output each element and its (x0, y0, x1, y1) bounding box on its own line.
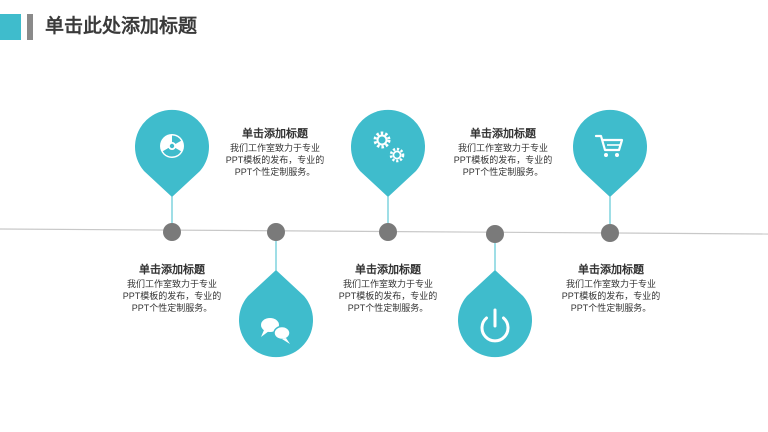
radiation-icon (160, 134, 184, 158)
timeline-node (379, 223, 397, 241)
power-icon (480, 308, 510, 343)
chat-bubbles-icon (261, 318, 291, 344)
title-accent-block (0, 14, 21, 40)
milestone-4-text: 单击添加标题 我们工作室致力于专业PPT模板的发布，专业的PPT个性定制服务。 (448, 127, 558, 178)
milestone-title[interactable]: 单击添加标题 (139, 264, 205, 276)
milestone-description[interactable]: 我们工作室致力于专业PPT模板的发布，专业的PPT个性定制服务。 (561, 279, 661, 313)
milestone-title[interactable]: 单击添加标题 (470, 128, 536, 140)
milestone-1-text: 单击添加标题 我们工作室致力于专业PPT模板的发布，专业的PPT个性定制服务。 (117, 263, 227, 314)
drop-pin (238, 270, 313, 358)
timeline-node (163, 223, 181, 241)
milestone-2[interactable] (238, 223, 313, 358)
milestone-title[interactable]: 单击添加标题 (578, 264, 644, 276)
milestone-description[interactable]: 我们工作室致力于专业PPT模板的发布，专业的PPT个性定制服务。 (338, 279, 438, 313)
gears-icon (373, 131, 405, 163)
milestone-title[interactable]: 单击添加标题 (242, 128, 308, 140)
milestone-description[interactable]: 我们工作室致力于专业PPT模板的发布，专业的PPT个性定制服务。 (225, 143, 325, 177)
timeline-node (601, 224, 619, 242)
milestone-2-text: 单击添加标题 我们工作室致力于专业PPT模板的发布，专业的PPT个性定制服务。 (220, 127, 330, 178)
timeline-node (267, 223, 285, 241)
shopping-cart-icon (594, 134, 624, 157)
milestone-3-text: 单击添加标题 我们工作室致力于专业PPT模板的发布，专业的PPT个性定制服务。 (333, 263, 443, 314)
milestone-3[interactable] (350, 109, 425, 241)
milestone-1[interactable] (135, 109, 209, 241)
timeline-node (486, 225, 504, 243)
milestone-description[interactable]: 我们工作室致力于专业PPT模板的发布，专业的PPT个性定制服务。 (453, 143, 553, 177)
drop-pin (350, 109, 425, 197)
milestone-4[interactable] (458, 225, 532, 358)
milestone-description[interactable]: 我们工作室致力于专业PPT模板的发布，专业的PPT个性定制服务。 (122, 279, 222, 313)
milestone-title[interactable]: 单击添加标题 (355, 264, 421, 276)
milestone-5-text: 单击添加标题 我们工作室致力于专业PPT模板的发布，专业的PPT个性定制服务。 (556, 263, 666, 314)
milestone-5[interactable] (572, 109, 647, 242)
page-title[interactable]: 单击此处添加标题 (45, 16, 198, 37)
drop-pin (572, 109, 647, 197)
title-accent-bar (27, 14, 33, 40)
